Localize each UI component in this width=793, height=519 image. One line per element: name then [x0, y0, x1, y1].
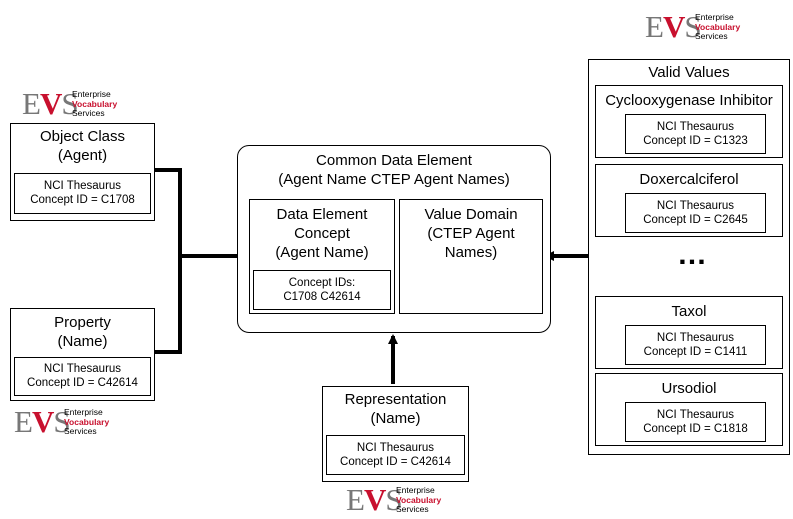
- evs-logo: EVS Enterprise Vocabulary Services: [346, 484, 461, 516]
- common-data-element-box: Common Data Element (Agent Name CTEP Age…: [237, 145, 551, 333]
- property-title-line1: Property: [54, 314, 111, 331]
- dec-title-line1: Data Element: [276, 206, 368, 223]
- object-class-box: Object Class (Agent) NCI Thesaurus Conce…: [10, 123, 155, 221]
- valid-value-thesaurus-box: NCI Thesaurus Concept ID = C2645: [625, 193, 766, 233]
- property-connector: [155, 256, 182, 354]
- evs-logo: EVS Enterprise Vocabulary Services: [645, 11, 760, 43]
- concept-id: Concept ID = C42614: [340, 456, 451, 468]
- concept-id: Concept ID = C1323: [643, 135, 748, 147]
- evs-logo-line3: Services: [396, 504, 429, 514]
- object-class-title: Object Class (Agent): [11, 127, 154, 165]
- valid-value-item: Ursodiol NCI Thesaurus Concept ID = C181…: [595, 373, 783, 446]
- cde-title-line1: Common Data Element: [316, 152, 472, 169]
- concept-ids-box: Concept IDs: C1708 C42614: [253, 270, 391, 310]
- vd-title-line3: Names): [444, 244, 498, 261]
- object-class-title-line1: Object Class: [39, 128, 126, 145]
- vd-title: Value Domain (CTEP Agent Names): [400, 205, 542, 262]
- object-class-connector: [155, 168, 182, 256]
- thesaurus-label: NCI Thesaurus: [656, 121, 735, 133]
- evs-logo-line3: Services: [64, 426, 97, 436]
- representation-title: Representation (Name): [323, 390, 468, 428]
- thesaurus-label: NCI Thesaurus: [43, 180, 122, 192]
- evs-logo-line1: Enterprise: [396, 485, 435, 495]
- evs-logo-line3: Services: [695, 31, 728, 41]
- valid-values-title: Valid Values: [648, 64, 730, 81]
- evs-logo-mark: EVS: [22, 86, 79, 121]
- representation-box: Representation (Name) NCI Thesaurus Conc…: [322, 386, 469, 482]
- representation-title-line1: Representation: [344, 391, 447, 408]
- thesaurus-label: NCI Thesaurus: [356, 442, 435, 454]
- property-box: Property (Name) NCI Thesaurus Concept ID…: [10, 308, 155, 401]
- vd-title-line2: (CTEP Agent: [427, 225, 515, 242]
- concept-id: Concept ID = C1708: [30, 194, 135, 206]
- valid-value-item: Doxercalciferol NCI Thesaurus Concept ID…: [595, 164, 783, 237]
- evs-logo-line2: Vocabulary: [64, 416, 110, 427]
- evs-logo-line1: Enterprise: [64, 407, 103, 417]
- cde-title: Common Data Element (Agent Name CTEP Age…: [238, 151, 550, 189]
- valid-values-box: Valid Values Cyclooxygenase Inhibitor NC…: [588, 59, 790, 455]
- concept-id: Concept ID = C2645: [643, 214, 748, 226]
- valid-value-thesaurus-box: NCI Thesaurus Concept ID = C1818: [625, 402, 766, 442]
- valid-value-thesaurus-box: NCI Thesaurus Concept ID = C1411: [625, 325, 766, 365]
- representation-thesaurus-box: NCI Thesaurus Concept ID = C42614: [326, 435, 465, 475]
- valid-value-name: Ursodiol: [661, 380, 717, 397]
- concept-id: Concept ID = C1818: [643, 423, 748, 435]
- evs-logo-line2: Vocabulary: [695, 21, 741, 32]
- evs-logo-mark: EVS: [14, 404, 71, 439]
- valid-value-item: Taxol NCI Thesaurus Concept ID = C1411: [595, 296, 783, 369]
- concept-ids-label: Concept IDs:: [288, 277, 356, 289]
- evs-logo: EVS Enterprise Vocabulary Services: [14, 406, 129, 438]
- thesaurus-label: NCI Thesaurus: [656, 409, 735, 421]
- evs-logo-line1: Enterprise: [72, 89, 111, 99]
- valid-value-name: Taxol: [671, 303, 707, 320]
- value-domain-box: Value Domain (CTEP Agent Names): [399, 199, 543, 314]
- evs-logo-line2: Vocabulary: [72, 98, 118, 109]
- evs-logo-line1: Enterprise: [695, 12, 734, 22]
- representation-title-line2: (Name): [370, 410, 421, 427]
- object-class-thesaurus-box: NCI Thesaurus Concept ID = C1708: [14, 173, 151, 214]
- object-class-title-line2: (Agent): [57, 147, 108, 164]
- property-title-line2: (Name): [57, 333, 108, 350]
- thesaurus-label: NCI Thesaurus: [43, 363, 122, 375]
- concept-id: Concept ID = C42614: [27, 377, 138, 389]
- dec-title-line3: (Agent Name): [275, 244, 369, 261]
- dec-title: Data Element Concept (Agent Name): [250, 205, 394, 262]
- valid-value-name: Cyclooxygenase Inhibitor: [605, 92, 773, 109]
- evs-logo-mark: EVS: [346, 482, 403, 517]
- data-element-concept-box: Data Element Concept (Agent Name) Concep…: [249, 199, 395, 314]
- valid-value-item: Cyclooxygenase Inhibitor NCI Thesaurus C…: [595, 85, 783, 158]
- valid-value-name: Doxercalciferol: [639, 171, 739, 188]
- evs-logo-line2: Vocabulary: [396, 494, 442, 505]
- evs-logo-mark: EVS: [645, 9, 702, 44]
- property-thesaurus-box: NCI Thesaurus Concept ID = C42614: [14, 357, 151, 396]
- thesaurus-label: NCI Thesaurus: [656, 332, 735, 344]
- thesaurus-label: NCI Thesaurus: [656, 200, 735, 212]
- concept-ids-values: C1708 C42614: [283, 291, 361, 303]
- ellipsis: …: [677, 238, 710, 271]
- evs-logo: EVS Enterprise Vocabulary Services: [22, 88, 137, 120]
- cde-title-line2: (Agent Name CTEP Agent Names): [278, 171, 510, 188]
- valid-value-thesaurus-box: NCI Thesaurus Concept ID = C1323: [625, 114, 766, 154]
- property-title: Property (Name): [11, 313, 154, 351]
- concept-id: Concept ID = C1411: [643, 346, 748, 358]
- vd-title-line1: Value Domain: [424, 206, 518, 223]
- evs-logo-line3: Services: [72, 108, 105, 118]
- dec-title-line2: Concept: [294, 225, 350, 242]
